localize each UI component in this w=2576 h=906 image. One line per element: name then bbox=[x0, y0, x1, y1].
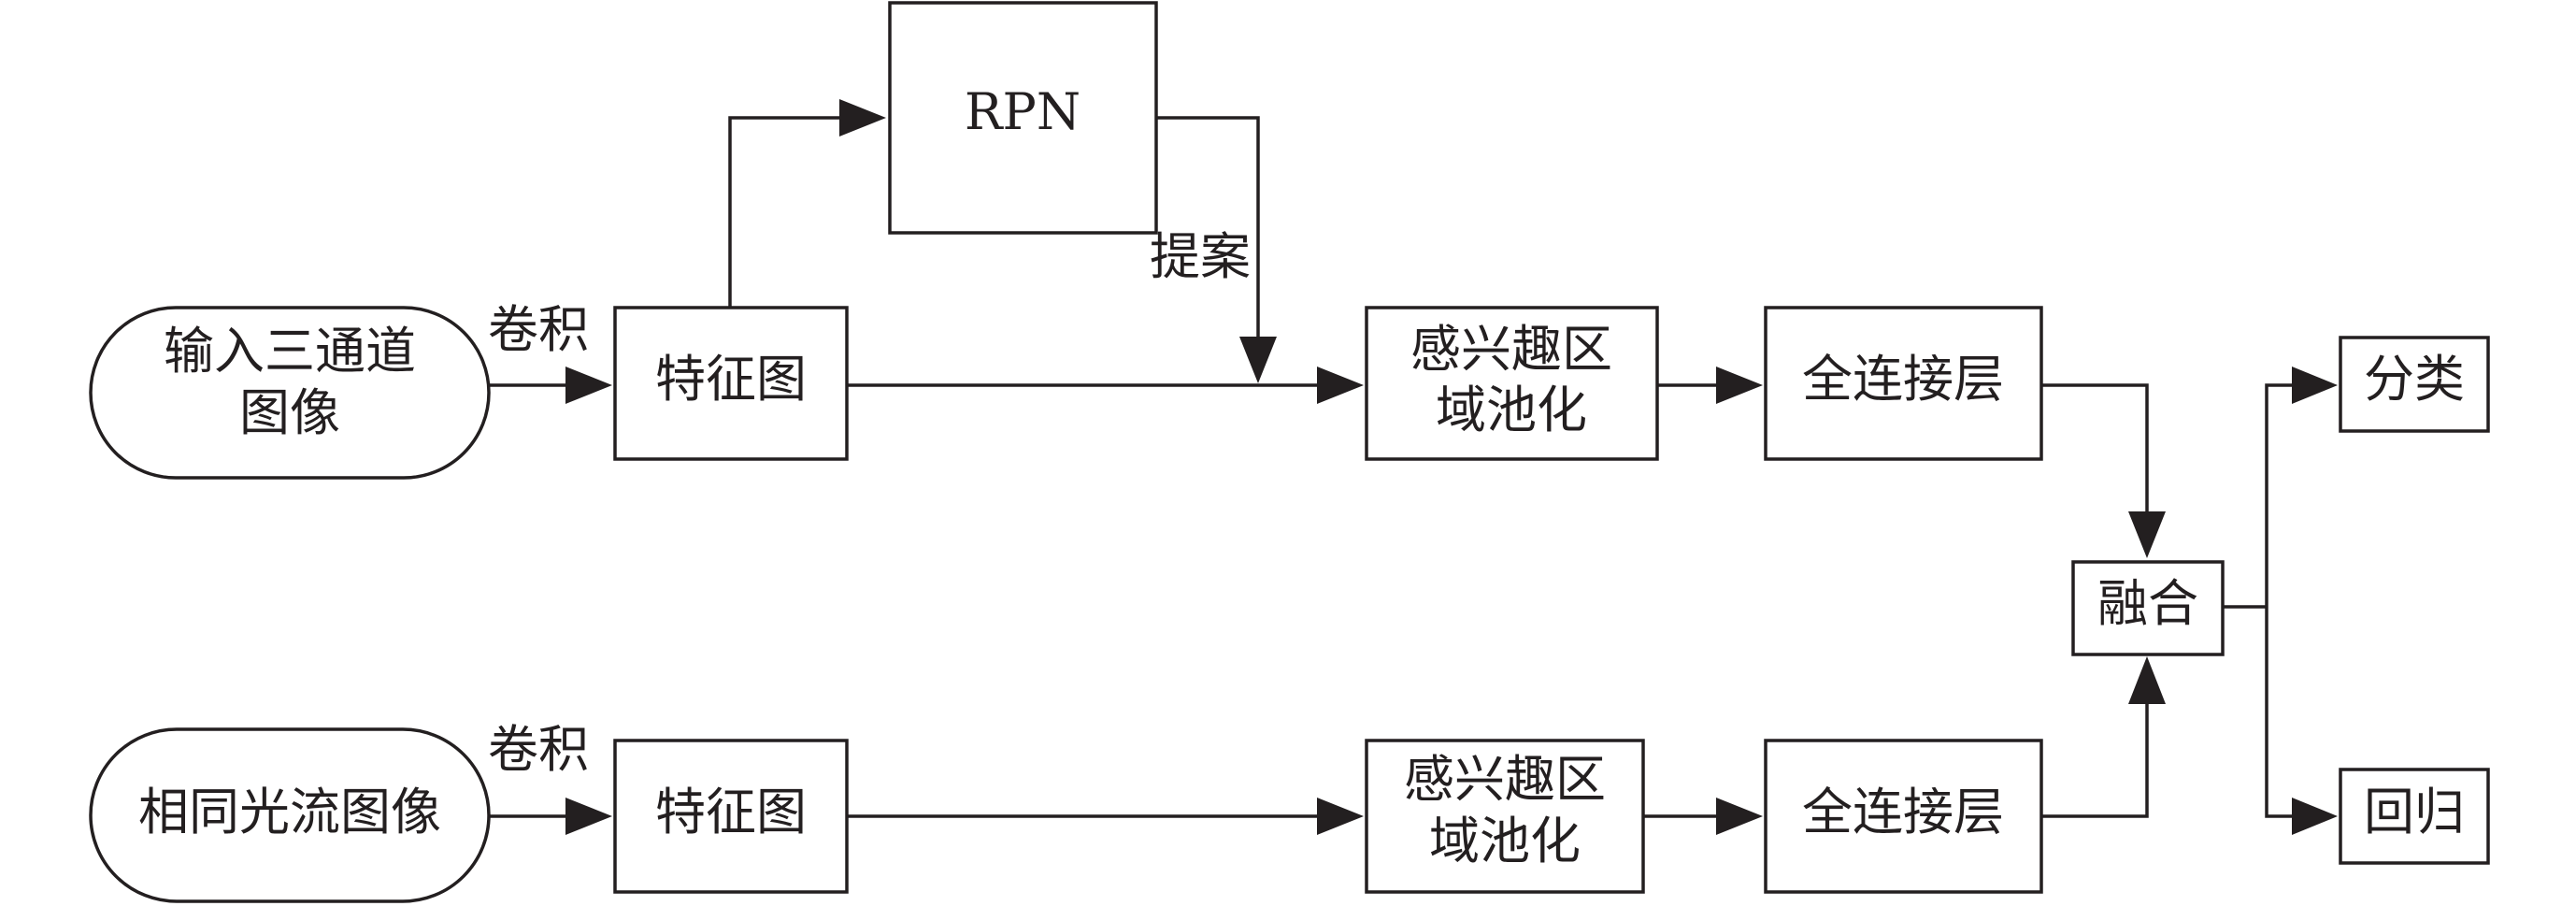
rpn-node bbox=[888, 1, 1158, 235]
arrowhead bbox=[1317, 798, 1364, 835]
edge-fc-top-to-fusion bbox=[2041, 383, 2149, 511]
input-rgb-label-line1: 输入三通道 bbox=[164, 322, 416, 381]
roi-pool-bottom-label-line1: 感兴趣区 bbox=[1404, 750, 1606, 809]
input-rgb-label-line2: 图像 bbox=[239, 383, 340, 442]
edge-fusion-to-regression bbox=[2265, 607, 2292, 818]
conv-top-label: 卷积 bbox=[488, 300, 589, 359]
regression-node bbox=[2339, 768, 2490, 865]
classification-node bbox=[2339, 336, 2490, 433]
arrowhead bbox=[1317, 367, 1364, 404]
classification-label: 分类 bbox=[2364, 350, 2465, 409]
feature-map-bottom-node bbox=[613, 739, 849, 894]
arrowhead bbox=[839, 99, 886, 137]
fusion-label: 融合 bbox=[2097, 574, 2198, 633]
feature-map-top-node bbox=[613, 306, 849, 461]
arrowhead bbox=[1716, 798, 1763, 835]
feature-map-bottom-label: 特征图 bbox=[655, 783, 807, 841]
arrowhead bbox=[1716, 367, 1763, 404]
input-rgb-node bbox=[89, 306, 491, 480]
regression-label: 回归 bbox=[2364, 783, 2465, 841]
arrowhead bbox=[1239, 337, 1277, 383]
conv-bottom-label: 卷积 bbox=[488, 720, 589, 779]
edge-fusion-to-classification bbox=[2265, 383, 2292, 607]
fc-bottom-label: 全连接层 bbox=[1802, 783, 2004, 841]
edge-feature-map-top-to-rpn bbox=[728, 116, 839, 308]
arrowhead bbox=[2128, 511, 2166, 558]
input-flow-node bbox=[89, 727, 491, 903]
fc-top-label: 全连接层 bbox=[1802, 350, 2004, 409]
arrowhead bbox=[2292, 798, 2338, 835]
edge-labels: 卷积 卷积 提案 bbox=[488, 227, 1251, 779]
roi-pool-top-node bbox=[1365, 306, 1659, 461]
proposals-label: 提案 bbox=[1150, 227, 1251, 286]
node-labels: 输入三通道 图像 相同光流图像 特征图 特征图 RPN 感兴趣区 域池化 感兴趣… bbox=[138, 82, 2465, 870]
arrowhead bbox=[2292, 367, 2338, 404]
roi-pool-top-label-line2: 域池化 bbox=[1436, 381, 1587, 439]
fc-top-node bbox=[1764, 306, 2043, 461]
arrowhead bbox=[565, 798, 612, 835]
rpn-label: RPN bbox=[965, 82, 1080, 141]
edge-rpn-to-roi-pool-top bbox=[1156, 116, 1260, 337]
nodes bbox=[89, 1, 2490, 903]
input-flow-label: 相同光流图像 bbox=[138, 783, 441, 841]
arrowhead bbox=[565, 367, 612, 404]
roi-pool-bottom-node bbox=[1365, 739, 1645, 894]
roi-pool-top-label-line1: 感兴趣区 bbox=[1410, 320, 1612, 379]
connectors bbox=[489, 99, 2338, 835]
feature-map-top-label: 特征图 bbox=[655, 350, 807, 409]
fc-bottom-node bbox=[1764, 739, 2043, 894]
arrowhead bbox=[2128, 656, 2166, 704]
fusion-node bbox=[2071, 560, 2225, 656]
edge-fc-bottom-to-fusion bbox=[2041, 704, 2149, 818]
roi-pool-bottom-label-line2: 域池化 bbox=[1429, 812, 1581, 870]
